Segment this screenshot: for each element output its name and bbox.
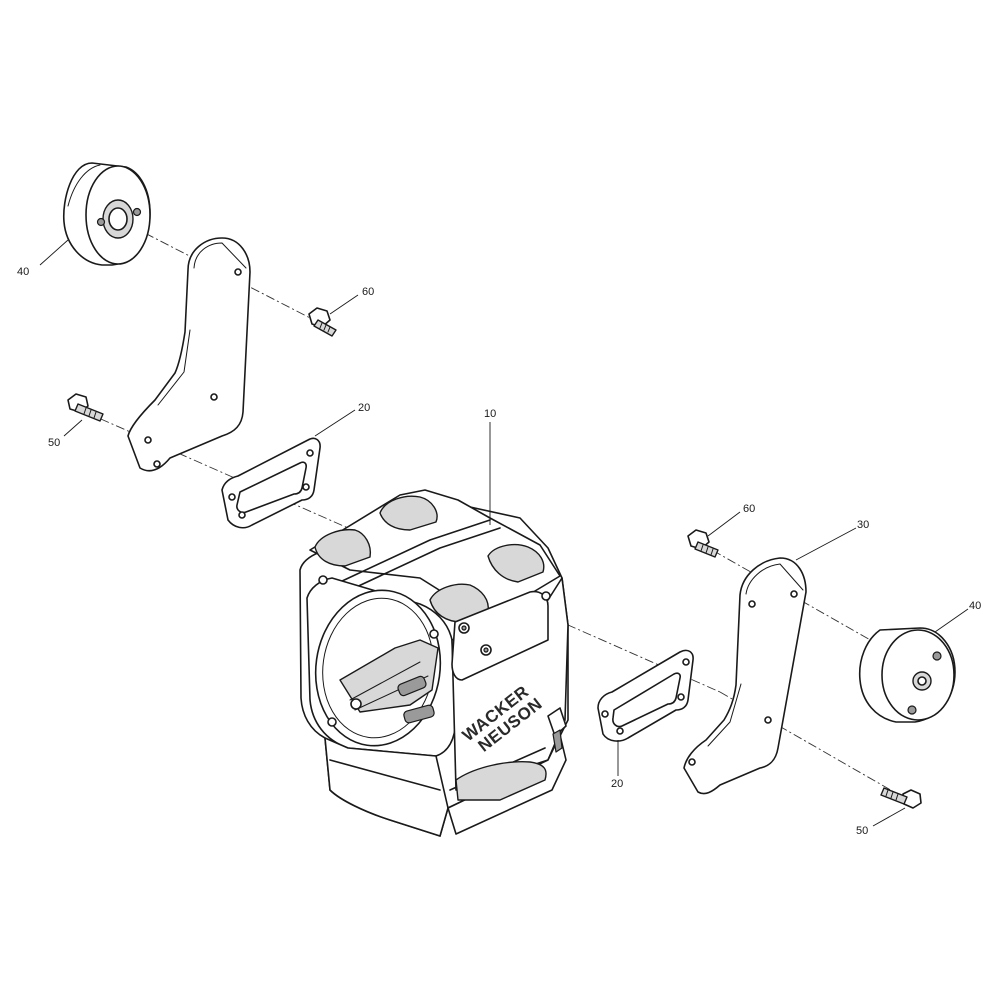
- callout-10: 10: [484, 408, 496, 420]
- callout-50-right: 50: [856, 825, 868, 837]
- leader-lines: [39, 239, 969, 827]
- flange-screw-right: [687, 529, 719, 558]
- callout-50-left: 50: [48, 437, 60, 449]
- gasket-plate-left: [221, 437, 321, 529]
- callout-40-left: 40: [17, 266, 29, 278]
- callout-20-left: 20: [358, 402, 370, 414]
- screw-right: [880, 787, 922, 809]
- callout-20-right: 20: [611, 778, 623, 790]
- mount-bracket-left: [127, 237, 251, 472]
- flange-screw-left: [308, 307, 337, 337]
- screw-left: [67, 393, 104, 422]
- housing-body: WACKER NEUSON: [299, 489, 569, 837]
- callout-60-right: 60: [743, 503, 755, 515]
- callout-60-left: 60: [362, 286, 374, 298]
- rubber-mount-left: [62, 162, 151, 266]
- mount-bracket-right: [683, 557, 807, 795]
- callout-labels: 40 60 50 20 10 60 30 40 20 50: [17, 266, 981, 837]
- rubber-mount-right: [858, 627, 956, 723]
- callout-30: 30: [857, 519, 869, 531]
- callout-40-right: 40: [969, 600, 981, 612]
- gasket-plate-right: [597, 649, 694, 742]
